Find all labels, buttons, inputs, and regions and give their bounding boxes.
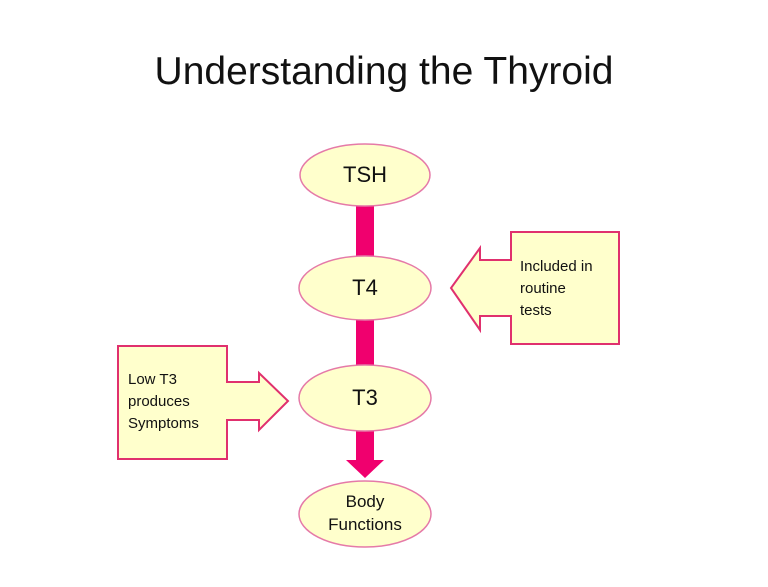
node-t4-shape (298, 255, 432, 321)
down-arrow-icon (346, 424, 384, 478)
page-title: Understanding the Thyroid (154, 50, 614, 93)
callout-low-t3-text: Low T3 produces Symptoms (128, 371, 199, 432)
node-t3-shape (298, 364, 432, 432)
callout-routine-tests-text: Included in routine tests (520, 258, 593, 319)
node-body-functions-label: Body Functions (328, 492, 402, 534)
callout-low-t3-shape (117, 345, 290, 460)
connector-tsh-t4 (356, 205, 374, 265)
node-body-functions-shape (298, 480, 432, 548)
callout-routine-tests-shape (449, 231, 620, 345)
node-t3-label: T3 (352, 385, 378, 410)
node-tsh-shape (299, 143, 431, 207)
connector-t4-t3 (356, 316, 374, 368)
node-t4-label: T4 (352, 275, 378, 300)
node-tsh-label: TSH (343, 162, 387, 187)
